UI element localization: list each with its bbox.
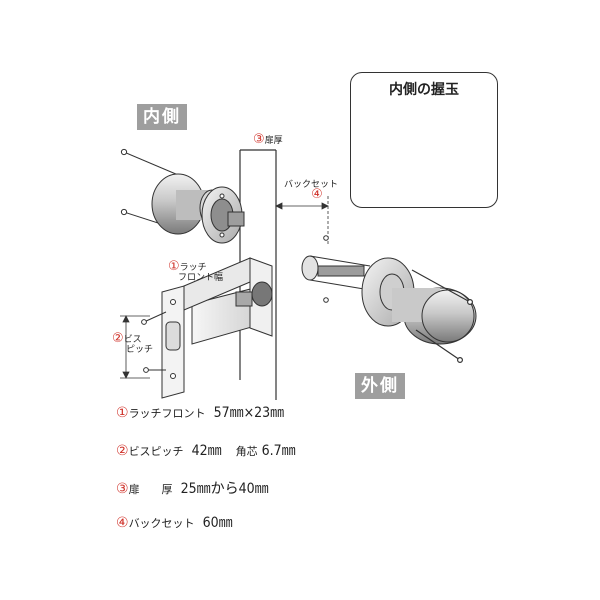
latch-screws — [141, 311, 167, 373]
screw-pitch-label: ②ビス ピッチ — [112, 331, 154, 355]
latch-assembly — [161, 257, 273, 399]
door-thickness-label: ③扉厚 — [253, 132, 283, 147]
inset-panel: 内側の握玉 — [350, 72, 498, 208]
outside-tag: 外側 — [355, 373, 405, 399]
inside-tag: 内側 — [137, 104, 187, 130]
outside-screws — [411, 269, 474, 364]
outside-knob — [301, 235, 477, 345]
inset-title: 内側の握玉 — [389, 82, 459, 98]
latch-front-label: ①ラッチ フロント幅 — [168, 259, 224, 283]
inside-knob — [151, 173, 245, 244]
backset-dimension — [275, 196, 329, 246]
screw-pitch-dimension — [120, 315, 150, 379]
